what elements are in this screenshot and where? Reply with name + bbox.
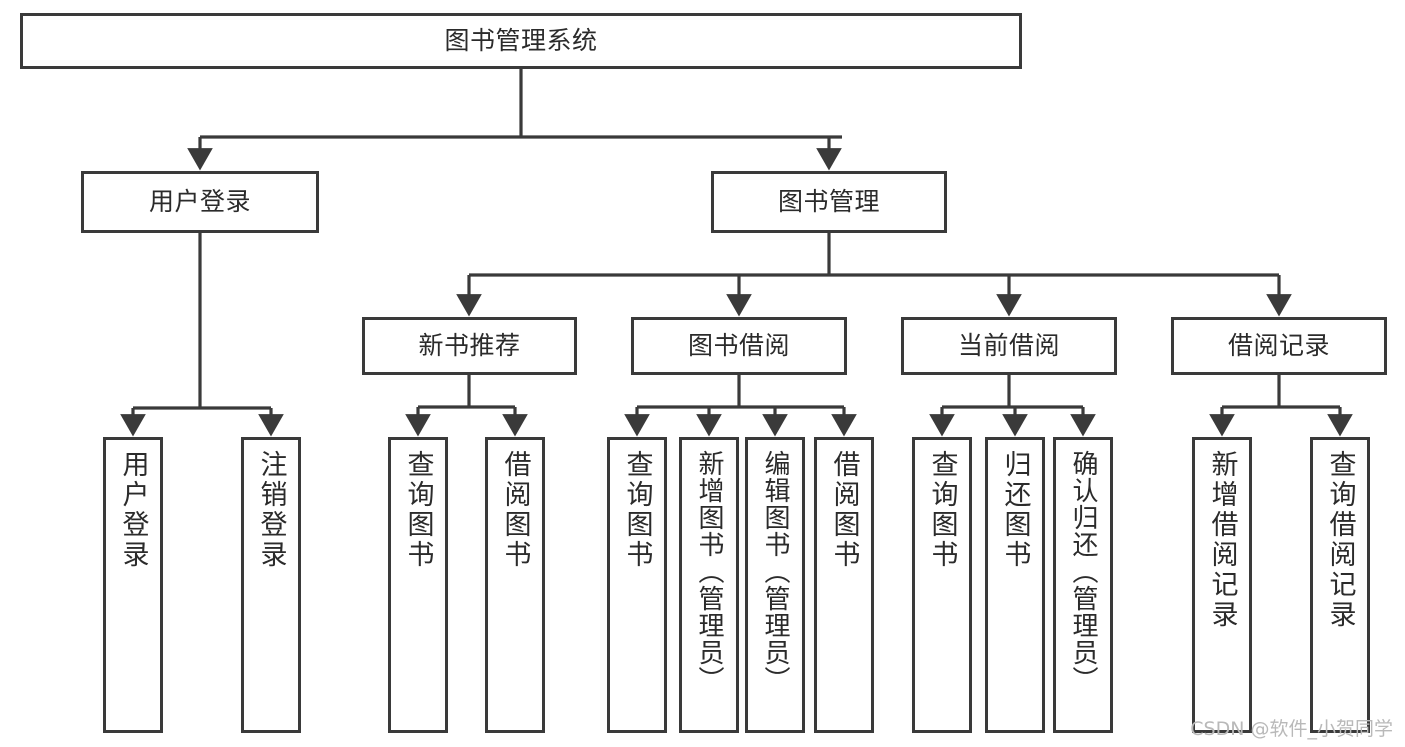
node-leaf-user-login[interactable]: 用户登录 xyxy=(103,437,163,733)
node-label-leaf-return-book: 归还图书 xyxy=(999,450,1031,570)
node-user-login[interactable]: 用户登录 xyxy=(81,171,319,233)
node-book-borrow[interactable]: 图书借阅 xyxy=(631,317,847,375)
node-label-current-borrow: 当前借阅 xyxy=(957,331,1060,361)
node-leaf-query-book-borrow[interactable]: 查询图书 xyxy=(607,437,667,733)
node-leaf-edit-book-admin[interactable]: 编辑图书（管理员） xyxy=(745,437,805,733)
node-label-new-book-recommend: 新书推荐 xyxy=(418,331,521,361)
node-leaf-add-book-admin[interactable]: 新增图书（管理员） xyxy=(679,437,739,733)
node-leaf-logout-login[interactable]: 注销登录 xyxy=(241,437,301,733)
node-label-book-management: 图书管理 xyxy=(777,187,880,217)
node-label-leaf-add-borrow-record: 新增借阅记录 xyxy=(1206,450,1238,630)
node-label-leaf-user-login: 用户登录 xyxy=(117,450,149,570)
node-label-leaf-query-borrow-record: 查询借阅记录 xyxy=(1324,450,1356,630)
node-label-user-login: 用户登录 xyxy=(148,187,251,217)
node-borrow-record[interactable]: 借阅记录 xyxy=(1171,317,1387,375)
node-leaf-add-borrow-record[interactable]: 新增借阅记录 xyxy=(1192,437,1252,733)
node-label-leaf-confirm-return-admin: 确认归还（管理员） xyxy=(1068,450,1098,693)
node-label-book-borrow: 图书借阅 xyxy=(687,331,790,361)
node-label-leaf-edit-book-admin: 编辑图书（管理员） xyxy=(760,450,790,693)
node-book-management[interactable]: 图书管理 xyxy=(711,171,947,233)
node-label-leaf-borrow-book: 借阅图书 xyxy=(828,450,860,570)
node-leaf-borrow-book[interactable]: 借阅图书 xyxy=(814,437,874,733)
node-label-leaf-query-book-borrow: 查询图书 xyxy=(621,450,653,570)
node-label-leaf-borrow-book-recommend: 借阅图书 xyxy=(499,450,531,570)
node-leaf-confirm-return-admin[interactable]: 确认归还（管理员） xyxy=(1053,437,1113,733)
node-leaf-query-book-recommend[interactable]: 查询图书 xyxy=(388,437,448,733)
node-leaf-query-book-current[interactable]: 查询图书 xyxy=(912,437,972,733)
node-leaf-query-borrow-record[interactable]: 查询借阅记录 xyxy=(1310,437,1370,733)
node-label-leaf-logout-login: 注销登录 xyxy=(255,450,287,570)
node-new-book-recommend[interactable]: 新书推荐 xyxy=(362,317,577,375)
csdn-watermark: CSDN @软件_小贺同学 xyxy=(1190,718,1393,740)
node-label-leaf-query-book-current: 查询图书 xyxy=(926,450,958,570)
node-label-leaf-query-book-recommend: 查询图书 xyxy=(402,450,434,570)
node-label-leaf-add-book-admin: 新增图书（管理员） xyxy=(694,450,724,693)
node-leaf-borrow-book-recommend[interactable]: 借阅图书 xyxy=(485,437,545,733)
node-current-borrow[interactable]: 当前借阅 xyxy=(901,317,1117,375)
node-root-图书管理系统[interactable]: 图书管理系统 xyxy=(20,13,1022,69)
node-root-label: 图书管理系统 xyxy=(444,26,598,56)
node-label-borrow-record: 借阅记录 xyxy=(1227,331,1330,361)
node-leaf-return-book[interactable]: 归还图书 xyxy=(985,437,1045,733)
